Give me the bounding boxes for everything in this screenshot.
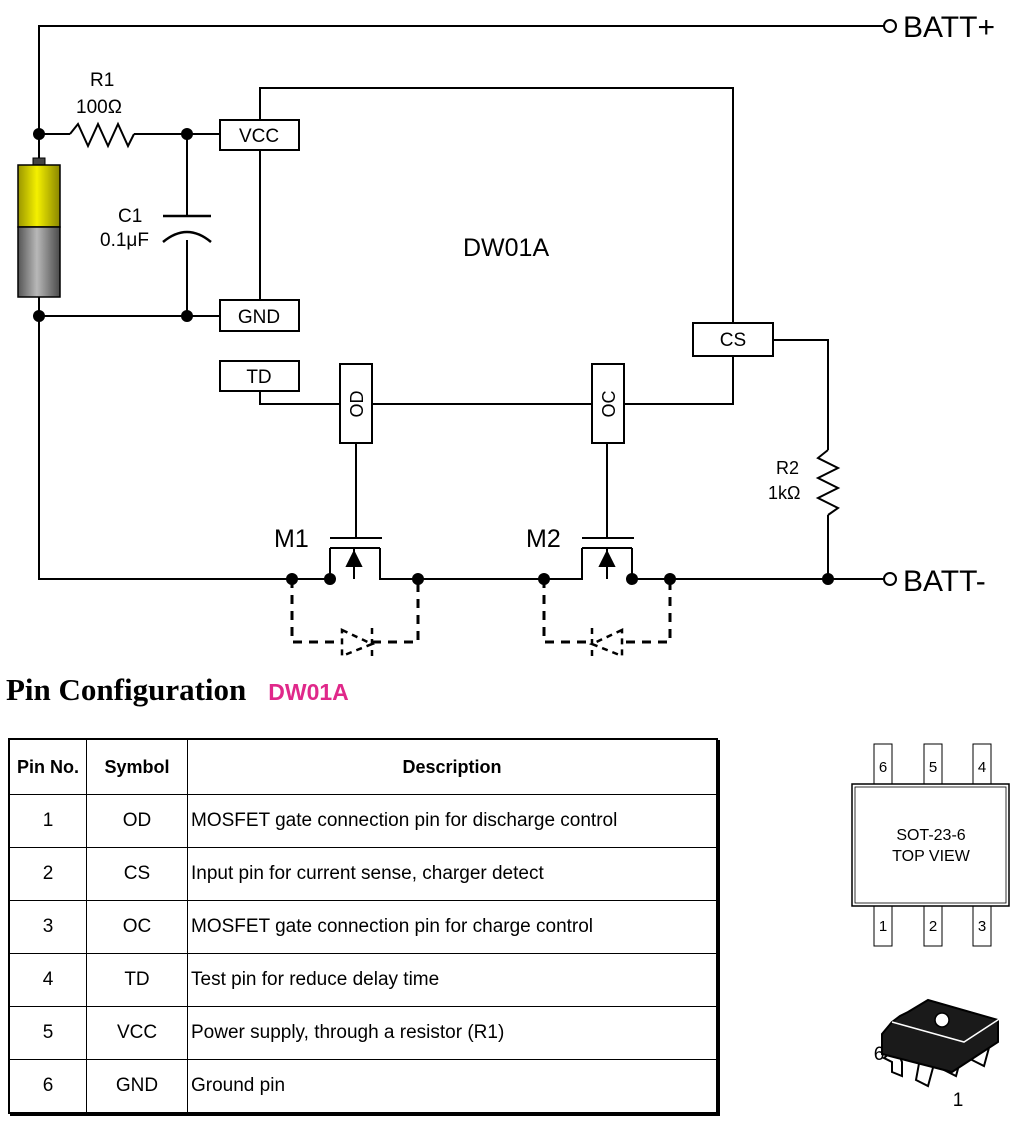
r2-name-label: R2	[776, 458, 799, 478]
package-pin-5: 5	[929, 759, 937, 776]
r2-resistor	[815, 449, 841, 516]
pin-oc-label: OC	[599, 390, 619, 417]
description-cell: Test pin for reduce delay time	[187, 953, 718, 1007]
wires	[38, 25, 884, 580]
batt-minus-label: BATT-	[903, 565, 986, 598]
package-pin-1: 1	[879, 918, 887, 935]
table-row: 3 OC MOSFET gate connection pin for char…	[8, 900, 718, 954]
m2-label: M2	[526, 525, 561, 553]
description-cell: MOSFET gate connection pin for charge co…	[187, 900, 718, 954]
package-view-label: TOP VIEW	[892, 848, 971, 865]
description-cell: Input pin for current sense, charger det…	[187, 847, 718, 901]
c1-capacitor	[162, 214, 212, 243]
description-cell: MOSFET gate connection pin for discharge…	[187, 794, 718, 848]
c1-value-label: 0.1μF	[100, 230, 149, 251]
symbol-cell: CS	[86, 847, 188, 901]
column-header-pin-no: Pin No.	[8, 738, 87, 795]
package-body-inner	[854, 786, 1007, 904]
description-cell: Power supply, through a resistor (R1)	[187, 1006, 718, 1060]
package-diagram: 6 5 4 1 2 3 SOT-23-6 TOP VIEW 6 1	[851, 743, 1011, 1111]
c1-name-label: C1	[118, 206, 142, 227]
pin-boxes	[219, 119, 774, 444]
r1-resistor	[69, 121, 135, 149]
column-header-description: Description	[187, 738, 718, 795]
package-body	[851, 783, 1010, 907]
column-header-symbol: Symbol	[86, 738, 188, 795]
batt-plus-label: BATT+	[903, 11, 995, 44]
table-row: 1 OD MOSFET gate connection pin for disc…	[8, 794, 718, 848]
pin-gnd-label: GND	[238, 307, 280, 328]
symbol-cell: VCC	[86, 1006, 188, 1060]
pin-table: Pin No. Symbol Description 1 OD MOSFET g…	[8, 738, 718, 1114]
m1-mosfet	[290, 537, 420, 658]
chip-name-label: DW01A	[463, 234, 549, 262]
package-photo-pin-6-label: 6	[874, 1044, 885, 1065]
package-name-label: SOT-23-6	[896, 827, 965, 844]
table-row: 5 VCC Power supply, through a resistor (…	[8, 1006, 718, 1060]
battery-icon	[17, 157, 61, 298]
r2-value-label: 1kΩ	[768, 483, 800, 503]
symbol-cell: GND	[86, 1059, 188, 1114]
package-pin-4: 4	[978, 759, 986, 776]
symbol-cell: TD	[86, 953, 188, 1007]
package-photo-icon	[881, 998, 1011, 1088]
m2-mosfet	[542, 537, 672, 658]
table-header-row: Pin No. Symbol Description	[8, 738, 718, 795]
pin-td-label: TD	[246, 367, 271, 388]
m1-label: M1	[274, 525, 309, 553]
junction-dots	[33, 128, 834, 585]
batt-plus-terminal	[883, 19, 897, 33]
r1-value-label: 100Ω	[76, 97, 122, 118]
description-cell: Ground pin	[187, 1059, 718, 1114]
table-row: 4 TD Test pin for reduce delay time	[8, 953, 718, 1007]
batt-minus-terminal	[883, 572, 897, 586]
pin-number-cell: 6	[8, 1059, 87, 1114]
package-pin-2: 2	[929, 918, 937, 935]
table-row: 6 GND Ground pin	[8, 1059, 718, 1114]
package-pin-3: 3	[978, 918, 986, 935]
table-row: 2 CS Input pin for current sense, charge…	[8, 847, 718, 901]
pin-number-cell: 5	[8, 1006, 87, 1060]
pin-number-cell: 4	[8, 953, 87, 1007]
r1-name-label: R1	[90, 70, 114, 91]
pin-configuration-chip-name: DW01A	[268, 679, 349, 705]
symbol-cell: OD	[86, 794, 188, 848]
pin-configuration-title: Pin Configuration	[6, 672, 247, 707]
package-photo-pin-1-label: 1	[953, 1090, 964, 1111]
pin-number-cell: 1	[8, 794, 87, 848]
symbol-cell: OC	[86, 900, 188, 954]
package-top-pins	[873, 743, 992, 947]
pin-od-label: OD	[347, 390, 367, 417]
schematic-diagram: BATT+ BATT- DW01A R1 100Ω C1 0.1μF R2 1k…	[17, 11, 995, 658]
pin-number-cell: 2	[8, 847, 87, 901]
pin-cs-label: CS	[720, 330, 746, 351]
package-pin-6: 6	[879, 759, 887, 776]
pin-vcc-label: VCC	[239, 126, 279, 147]
pin-configuration-heading: Pin Configuration DW01A	[6, 672, 349, 708]
pin-number-cell: 3	[8, 900, 87, 954]
